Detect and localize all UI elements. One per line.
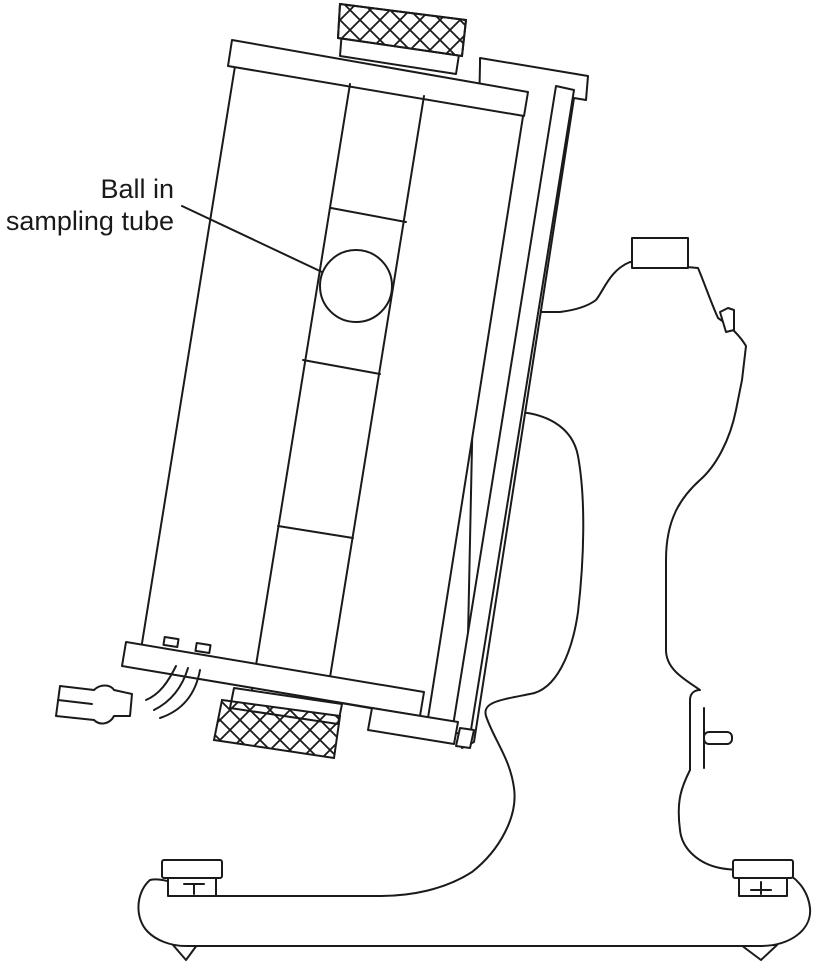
column-top-cap: [631, 237, 689, 269]
left-foot-point: [172, 944, 198, 961]
column-side-pin: [719, 307, 735, 333]
inner-tube-right-wall: [325, 95, 425, 703]
top-cap-plate: [227, 39, 529, 117]
annotation-line-2: sampling tube: [6, 206, 174, 236]
tube-body: [137, 59, 525, 719]
top-knurled-knob: [336, 2, 468, 75]
left-leveling-screw: [161, 859, 223, 897]
annotation-line-1: Ball in: [100, 174, 174, 204]
column-lower-pin: [703, 731, 733, 745]
right-foot-point: [740, 944, 778, 961]
stand: [137, 237, 812, 961]
bottom-knurled-knob: [212, 687, 343, 760]
right-leveling-screw: [732, 859, 794, 897]
inner-tube-left-wall: [251, 83, 351, 691]
leader-line: [181, 205, 323, 273]
annotation: Ball in sampling tube: [6, 174, 323, 273]
tilted-holder: [55, 2, 589, 760]
ball: [319, 249, 393, 323]
lower-frame-block: [367, 707, 459, 745]
hose-connector: [55, 665, 201, 725]
